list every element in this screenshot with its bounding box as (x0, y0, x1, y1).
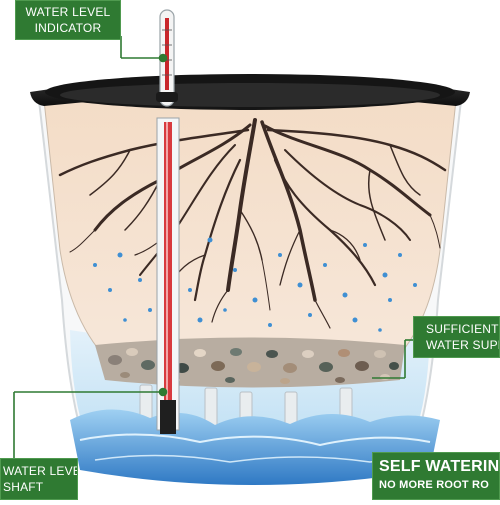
callout-self-watering: SELF WATERING NO MORE ROOT RO (372, 452, 500, 500)
callout-line1: WATER LEVEL (25, 5, 111, 19)
callout-line2: INDICATOR (34, 21, 102, 35)
callout-line2: WATER SUPPL (426, 338, 499, 352)
callout-sufficient-water-supply: SUFFICIENT WATER SUPPL (413, 316, 500, 358)
callout-water-level-shaft: WATER LEVEL SHAFT (0, 458, 78, 500)
callout-line2: NO MORE ROOT RO (379, 479, 489, 491)
callout-line1: WATER LEVEL (3, 464, 77, 478)
roots (58, 118, 447, 329)
callout-water-level-indicator: WATER LEVEL INDICATOR (15, 0, 121, 40)
callout-leaders (13, 36, 413, 458)
callout-line1: SELF WATERING (379, 458, 500, 475)
callout-line1: SUFFICIENT (426, 322, 499, 336)
wicking-legs (139, 384, 353, 435)
callout-line2: SHAFT (3, 480, 44, 494)
